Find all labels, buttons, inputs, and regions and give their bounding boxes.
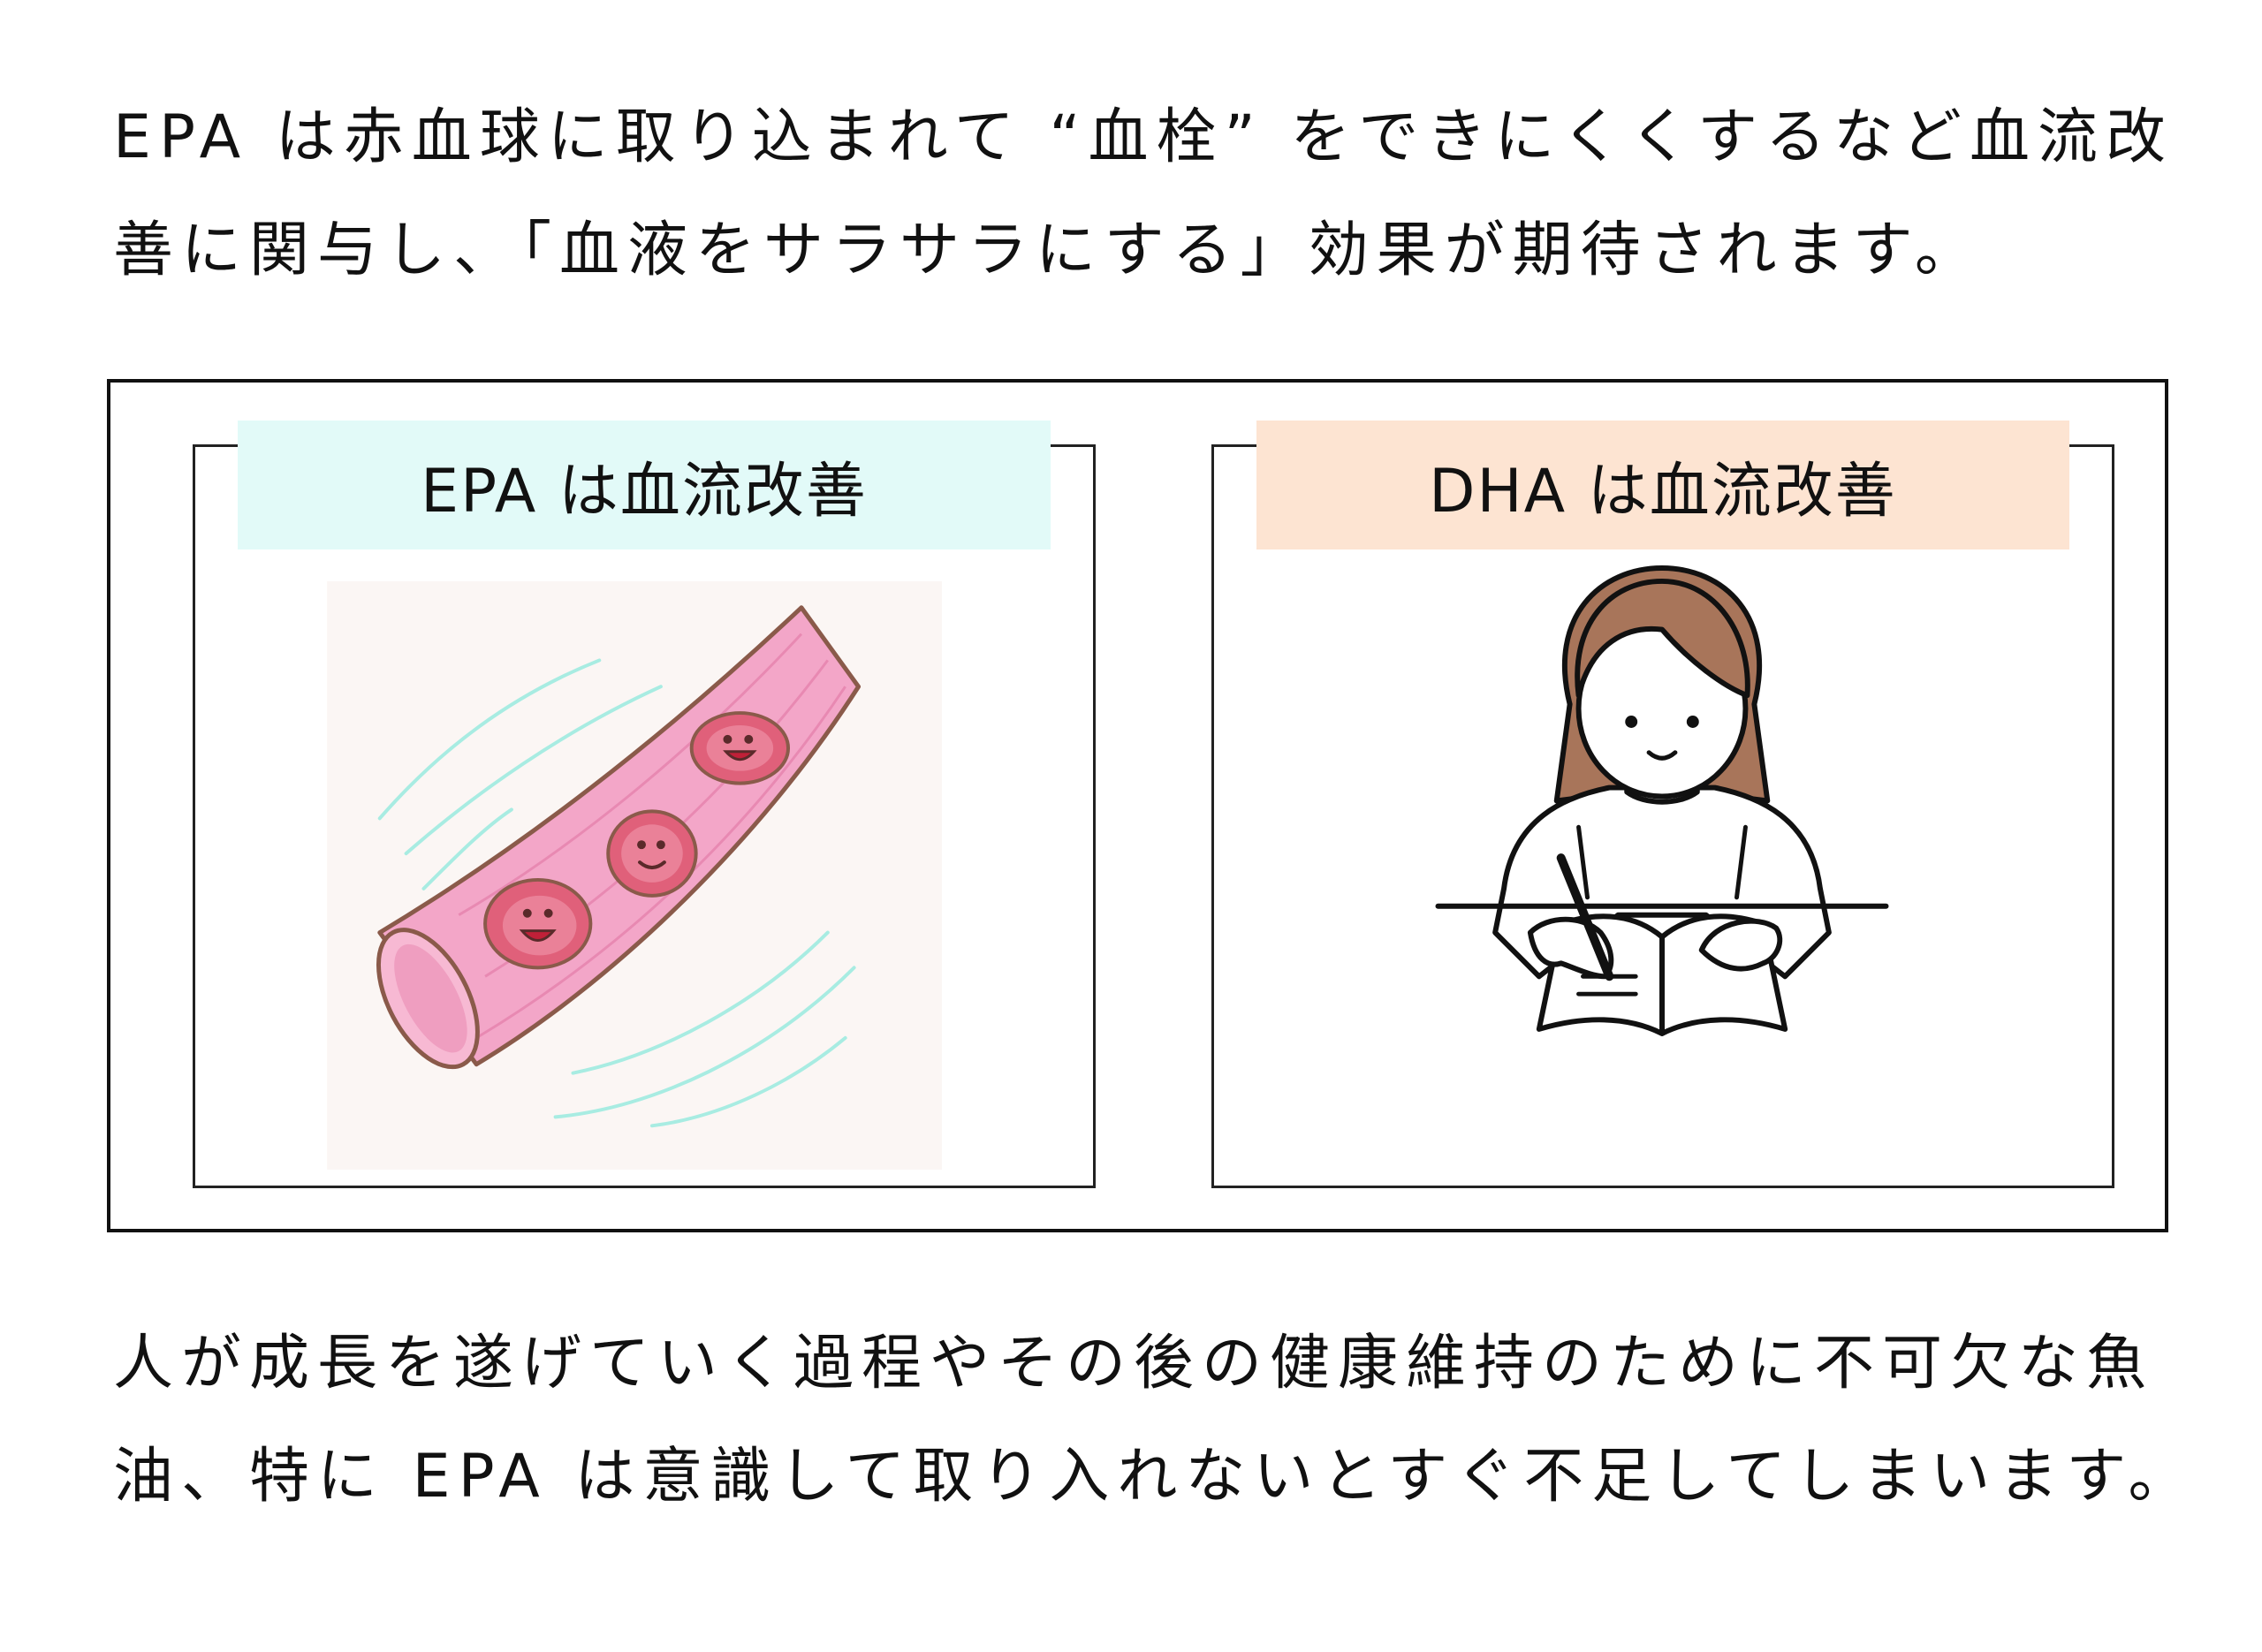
intro-paragraph: EPA は赤血球に取り込まれて “血栓” をできにくくするなど血流改 善に関与し… [113,81,2172,307]
girl-studying-illustration [1435,565,1889,1036]
epa-panel: EPA は血流改善 [193,421,1096,1188]
outro-line-1: 人が成長を遂げていく過程やその後の健康維持のために不可欠な魚 [113,1329,2155,1398]
dha-panel: DHA は血流改善 [1211,421,2114,1188]
outro-line-2: 油、特に EPA は意識して取り入れないとすぐ不足してしまいます。 [113,1442,2197,1512]
illustration-frame [107,379,2168,1232]
blood-vessel-illustration [327,580,943,1171]
right-hand [1698,918,1783,972]
outro-paragraph: 人が成長を遂げていく過程やその後の健康維持のために不可欠な魚 油、特に EPA … [113,1307,2197,1534]
red-blood-cell [689,711,791,785]
intro-line-1: EPA は赤血球に取り込まれて “血栓” をできにくくするなど血流改 [113,102,2175,172]
epa-panel-title: EPA は血流改善 [238,421,1051,549]
flow-lines [377,658,856,1128]
pencil [1556,853,1614,981]
intro-line-2: 善に関与し、「血液をサラサラにする」効果が期待されます。 [113,216,1983,285]
dha-panel-title: DHA は血流改善 [1256,421,2069,549]
red-blood-cell [483,877,593,970]
red-blood-cell [606,809,698,898]
